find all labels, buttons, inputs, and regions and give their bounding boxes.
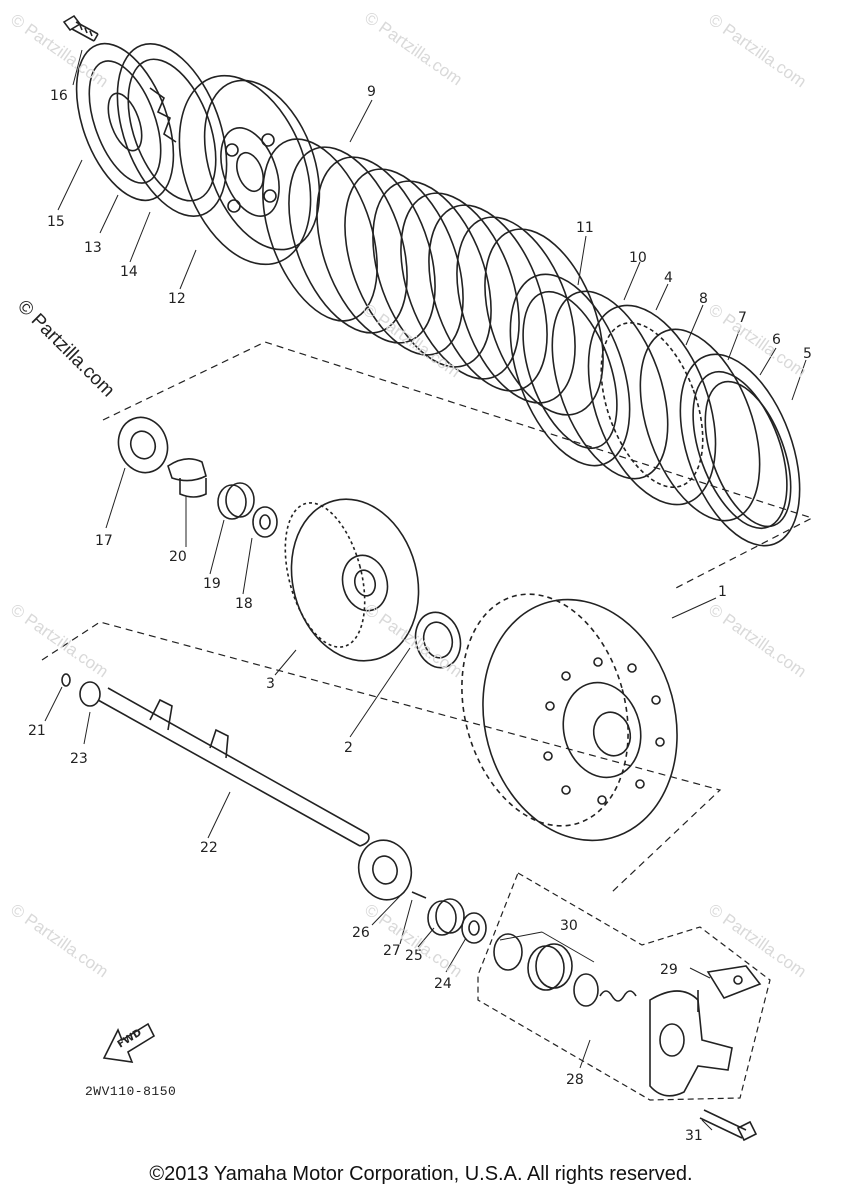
callout-31: 31 (685, 1128, 703, 1144)
callout-1: 1 (718, 584, 727, 600)
callout-20: 20 (169, 549, 187, 565)
part-22-shaft (97, 687, 370, 847)
part-16-bolt (62, 14, 99, 42)
part-25-collar (427, 898, 465, 936)
part-26-bearing (357, 839, 413, 901)
part-20-push-piece (167, 458, 207, 498)
part-2-thrust-washer (414, 611, 462, 669)
part-27-pin (411, 891, 427, 899)
callout-3: 3 (266, 676, 275, 692)
part-code: 2WV110-8150 (85, 1084, 177, 1099)
callout-13: 13 (84, 240, 102, 256)
part-28-lever-assembly (649, 990, 733, 1097)
part-30-seal-set (493, 933, 637, 1007)
part-1-clutch-housing (461, 593, 678, 842)
callout-21: 21 (28, 723, 46, 739)
callout-5: 5 (803, 346, 812, 362)
part-29-bracket (697, 965, 762, 1012)
fwd-label: FWD (116, 1027, 144, 1050)
part-19-collar (217, 482, 255, 520)
callout-28: 28 (566, 1072, 584, 1088)
callout-16: 16 (50, 88, 68, 104)
callout-23: 23 (70, 751, 88, 767)
part-17-bearing (117, 416, 169, 474)
callout-2: 2 (344, 740, 353, 756)
callout-8: 8 (699, 291, 708, 307)
callout-12: 12 (168, 291, 186, 307)
assembly-outline-upper (102, 341, 814, 591)
assembly-outline-shift (477, 872, 771, 1101)
part-3-driven-gear (284, 498, 420, 662)
callout-7: 7 (738, 310, 747, 326)
callout-11: 11 (576, 220, 594, 236)
copyright-notice: ©2013 Yamaha Motor Corporation, U.S.A. A… (149, 1163, 693, 1185)
callout-30: 30 (560, 918, 578, 934)
callout-14: 14 (120, 264, 138, 280)
part-9-clutch-plate-stack (262, 138, 604, 416)
callout-22: 22 (200, 840, 218, 856)
callout-15: 15 (47, 214, 65, 230)
callout-17: 17 (95, 533, 113, 549)
part-14-plate (116, 43, 228, 217)
part-23-ring (79, 681, 101, 707)
leader-lines (44, 49, 807, 1131)
part-21-clip (61, 673, 71, 687)
callout-19: 19 (203, 576, 221, 592)
part-24-washer (461, 912, 487, 944)
part-5-friction-plate (679, 353, 801, 547)
callout-25: 25 (405, 948, 423, 964)
callout-6: 6 (772, 332, 781, 348)
callout-labels: 1 2 3 4 5 6 7 8 9 10 11 12 13 14 15 16 1… (28, 84, 812, 1144)
callout-4: 4 (664, 270, 673, 286)
callout-10: 10 (629, 250, 647, 266)
callout-24: 24 (434, 976, 452, 992)
part-12-clutch-boss (178, 74, 321, 266)
assembly-outline-lower (41, 621, 722, 893)
fwd-arrow-icon (102, 1022, 156, 1063)
callout-26: 26 (352, 925, 370, 941)
part-18-washer (252, 506, 278, 538)
part-13-pressure-plate (75, 42, 175, 202)
part-31-bolt (699, 1109, 758, 1142)
callout-18: 18 (235, 596, 253, 612)
part-10-circlip (551, 290, 669, 480)
callout-27: 27 (383, 943, 401, 959)
callout-29: 29 (660, 962, 678, 978)
part-11-plate (509, 273, 631, 467)
callout-9: 9 (367, 84, 376, 100)
part-7-seat-plate (639, 328, 761, 522)
